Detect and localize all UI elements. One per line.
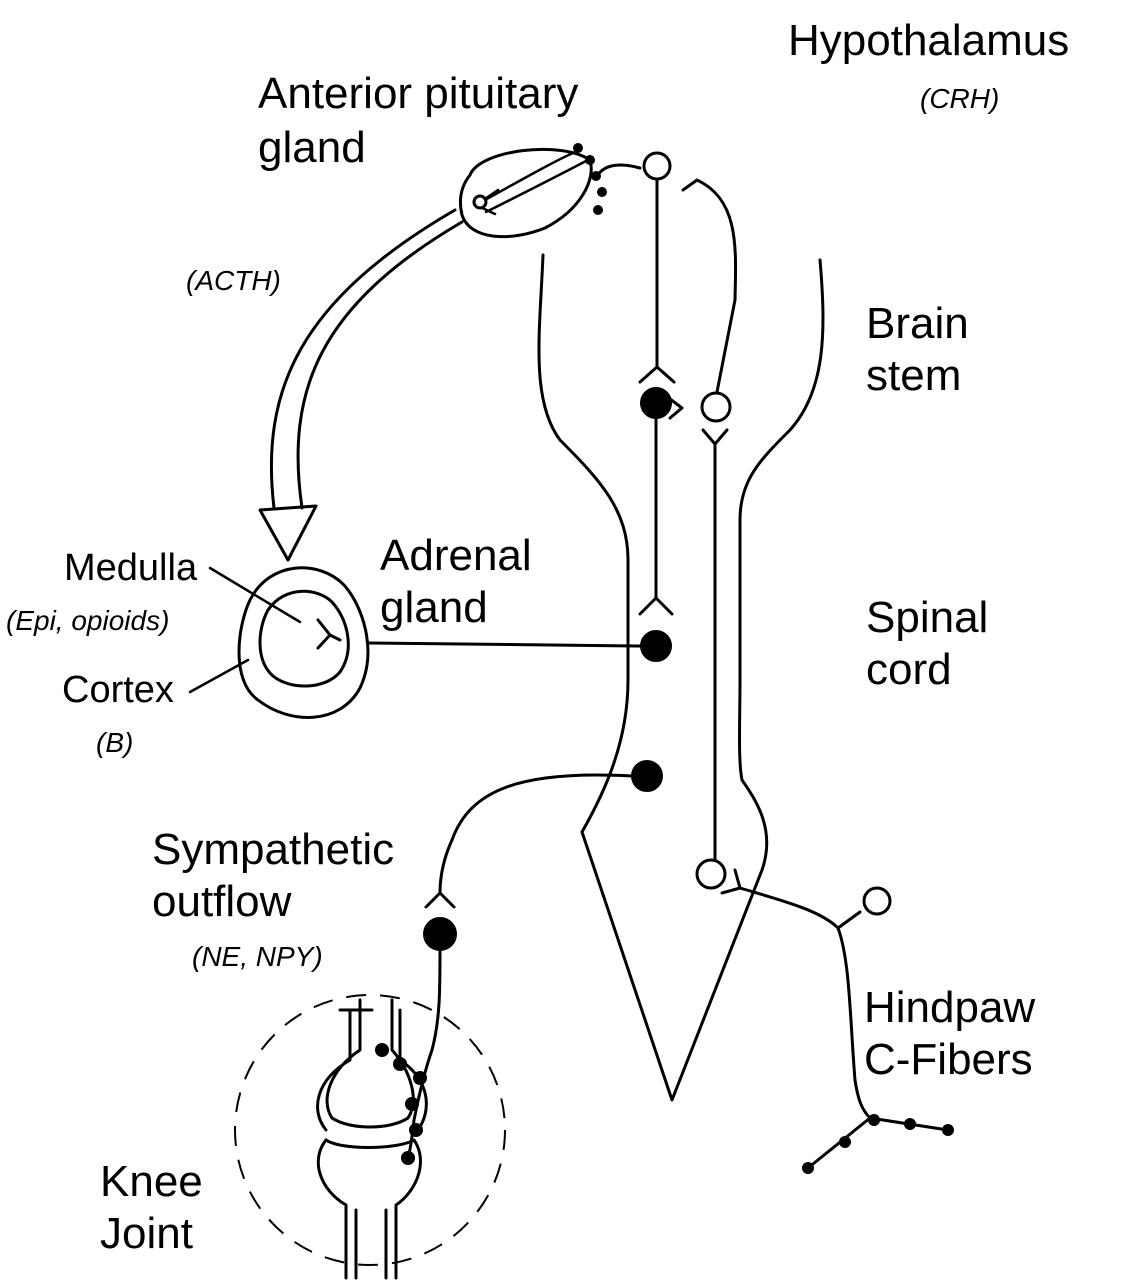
label-cortex-sub: (B) xyxy=(96,727,133,758)
label-hindpaw-line1: Hindpaw xyxy=(864,983,1035,1032)
label-crh: (CRH) xyxy=(920,83,999,114)
cns-outline xyxy=(539,255,823,1100)
synapse-terminal xyxy=(640,598,672,614)
cortex-leader xyxy=(190,660,248,692)
label-anterior-pituitary-line2: gland xyxy=(258,123,366,172)
label-sympathetic-line1: Sympathetic xyxy=(152,825,394,874)
label-adrenal-line2: gland xyxy=(380,583,488,632)
label-cortex: Cortex xyxy=(62,669,174,711)
dorsal-horn-soma xyxy=(697,860,725,888)
anterior-pituitary xyxy=(460,144,640,237)
label-brain-stem-line1: Brain xyxy=(866,299,969,348)
knee-region-boundary xyxy=(235,995,505,1265)
label-spinal-line1: Spinal xyxy=(866,593,988,642)
label-brain-stem-line2: stem xyxy=(866,351,961,400)
c-fiber-terminals xyxy=(803,1115,953,1173)
brainstem-relay-soma xyxy=(702,393,730,421)
synapse-terminal xyxy=(670,399,682,418)
label-anterior-pituitary-line1: Anterior pituitary xyxy=(258,69,578,118)
label-sympathetic-line2: outflow xyxy=(152,877,292,926)
hypothalamic-descending-neuron xyxy=(632,153,674,791)
brainstem-neuron-soma xyxy=(641,388,671,418)
label-medulla-sub: (Epi, opioids) xyxy=(6,605,169,636)
label-medulla: Medulla xyxy=(64,547,198,589)
splanchnic-nerve xyxy=(368,643,640,646)
label-adrenal-line1: Adrenal xyxy=(380,531,532,580)
label-knee-line2: Joint xyxy=(100,1209,193,1258)
medulla-synapse xyxy=(318,620,330,648)
synapse-terminal xyxy=(640,367,674,382)
label-acth: (ACTH) xyxy=(186,265,281,296)
label-hindpaw-line2: C-Fibers xyxy=(864,1035,1033,1084)
label-hypothalamus: Hypothalamus xyxy=(788,16,1069,65)
preganglionic-neuron-soma xyxy=(641,631,671,661)
sympathetic-outflow xyxy=(408,775,632,1160)
label-spinal-line2: cord xyxy=(866,645,952,694)
acth-arrow xyxy=(260,210,462,560)
sympathetic-preganglionic-soma xyxy=(632,761,662,791)
drg-neuron-soma xyxy=(864,888,890,914)
postganglionic-neuron-soma xyxy=(424,918,456,950)
hypothalamus-neuron-soma xyxy=(644,153,670,179)
label-sympathetic-sub: (NE, NPY) xyxy=(192,941,323,972)
label-knee-line1: Knee xyxy=(100,1157,203,1206)
knee-joint xyxy=(235,995,505,1278)
synapse-terminal xyxy=(703,430,727,444)
